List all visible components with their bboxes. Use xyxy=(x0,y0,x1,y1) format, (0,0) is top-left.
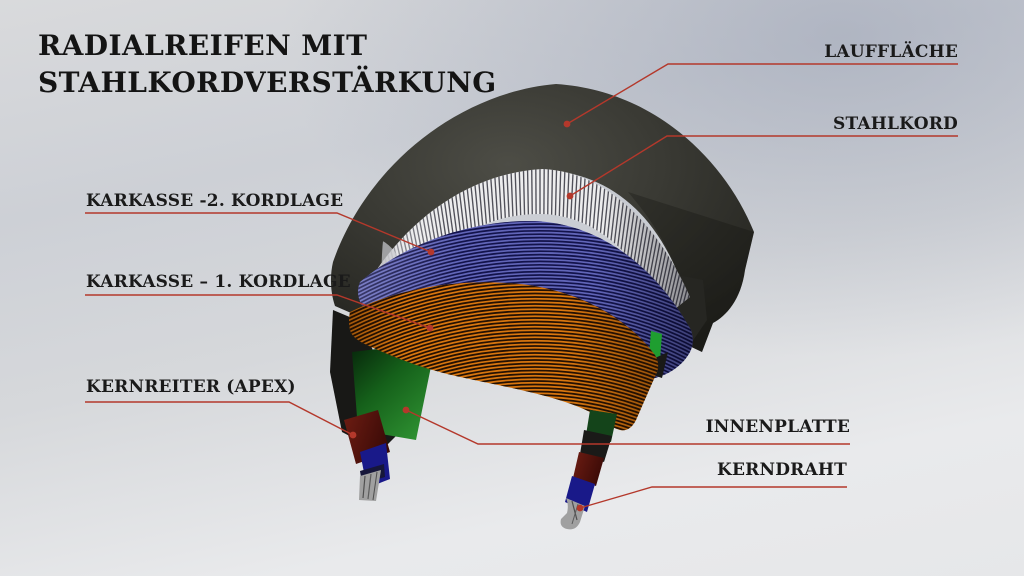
leader-karkasse1 xyxy=(85,294,431,329)
right-bead-dark xyxy=(580,430,612,462)
leader-innenplatte xyxy=(405,409,850,445)
leader-kerndraht xyxy=(579,486,847,509)
right-bead xyxy=(560,410,617,530)
tread-sidewall-face xyxy=(628,192,754,352)
page-title: RADIALREIFEN MIT STAHLKORDVERSTÄRKUNG xyxy=(38,27,497,101)
page-title-line1: RADIALREIFEN MIT xyxy=(38,29,368,62)
page-title-line2: STAHLKORDVERSTÄRKUNG xyxy=(38,66,497,99)
leader-stahlkord xyxy=(569,135,958,197)
label-laufflaeche: LAUFFLÄCHE xyxy=(824,42,958,62)
label-kernreiter-apex: KERNREITER (APEX) xyxy=(86,377,296,397)
label-karkasse-1-kordlage: KARKASSE – 1. KORDLAGE xyxy=(86,272,351,292)
label-stahlkord: STAHLKORD xyxy=(832,114,958,134)
left-bead xyxy=(344,410,390,501)
leader-laufflaeche xyxy=(566,63,958,125)
leader-dots xyxy=(349,120,584,512)
tread-layer xyxy=(330,84,754,352)
leader-lines xyxy=(85,63,958,509)
right-bead-apex xyxy=(573,452,604,486)
leader-karkasse2 xyxy=(85,212,432,253)
leader-kernreiter xyxy=(85,401,354,436)
label-kerndraht: KERNDRAHT xyxy=(717,460,847,480)
label-karkasse-2-kordlage: KARKASSE -2. KORDLAGE xyxy=(86,191,344,211)
label-innenplatte: INNENPLATTE xyxy=(705,417,850,437)
